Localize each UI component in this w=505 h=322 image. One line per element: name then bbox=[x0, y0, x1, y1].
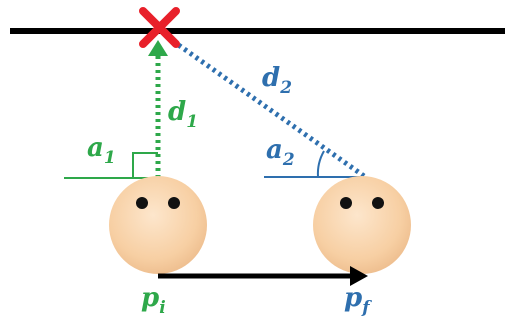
label-pi: pi bbox=[141, 283, 166, 318]
label-a1: a1 bbox=[87, 133, 116, 168]
eye-left bbox=[340, 197, 352, 209]
right-angle-box bbox=[132, 152, 158, 178]
label-pf: pf bbox=[344, 283, 372, 318]
end-person-face-icon bbox=[313, 176, 411, 274]
label-d2: d2 bbox=[262, 63, 292, 98]
a2-angle-arc bbox=[316, 150, 325, 178]
eye-right bbox=[372, 197, 384, 209]
label-a2: a2 bbox=[266, 135, 295, 170]
start-person-face-icon bbox=[109, 176, 207, 274]
d2-path bbox=[168, 36, 366, 179]
eye-right bbox=[168, 197, 180, 209]
x-mark-icon bbox=[139, 7, 180, 48]
d1-arrowhead bbox=[148, 40, 168, 56]
eye-left bbox=[136, 197, 148, 209]
movement-arrowhead bbox=[350, 266, 368, 286]
label-d1: d1 bbox=[168, 97, 198, 132]
